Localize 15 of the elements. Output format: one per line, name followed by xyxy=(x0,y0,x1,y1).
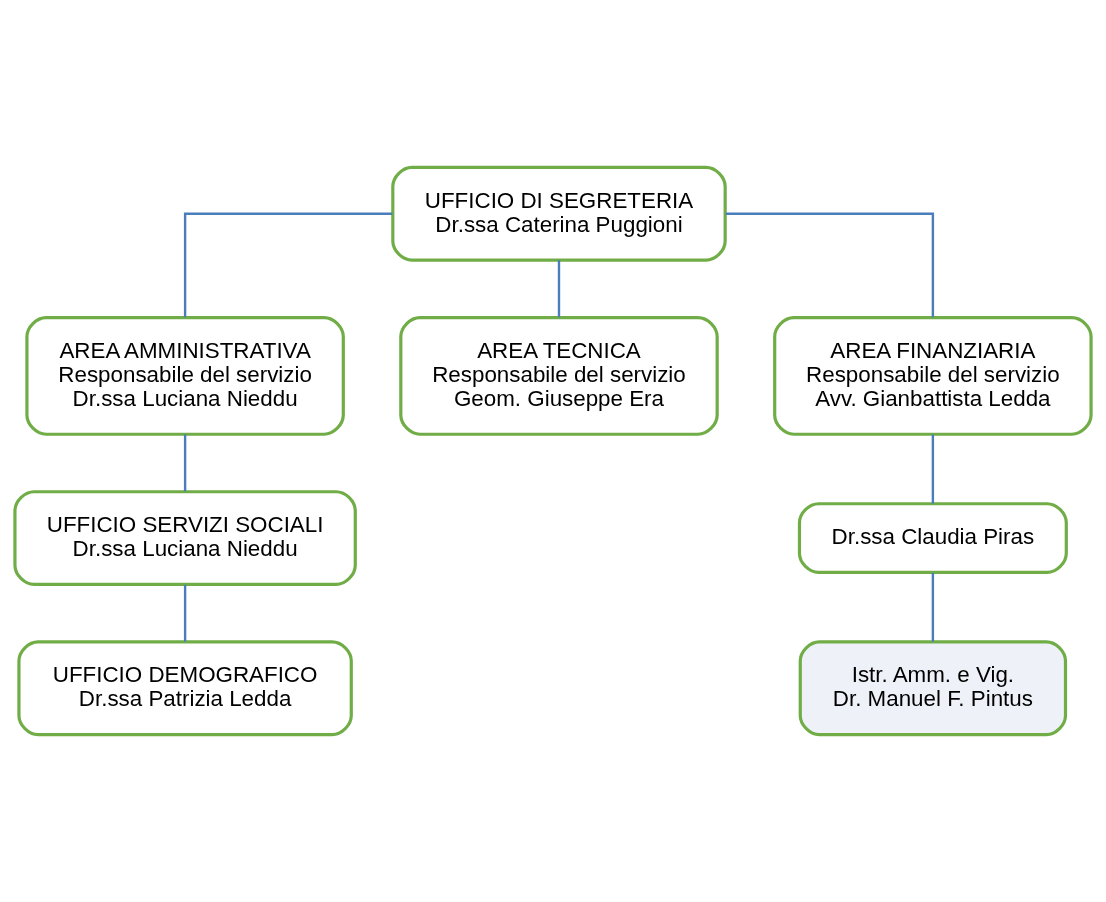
node-box: Dr.ssa Claudia Piras xyxy=(797,502,1068,575)
node-box: AREA TECNICA Responsabile del servizio Geom. Giuseppe Era xyxy=(399,315,719,436)
connector xyxy=(725,212,935,318)
node-box: Istr. Amm. e Vig. Dr. Manuel F. Pintus xyxy=(798,640,1068,737)
node-box: UFFICIO DI SEGRETERIA Dr.ssa Caterina Puggioni xyxy=(391,165,727,262)
node-box: UFFICIO DEMOGRAFICO Dr.ssa Patrizia Ledda xyxy=(17,640,353,737)
connector xyxy=(183,434,187,492)
connector xyxy=(183,212,393,318)
node-box: AREA AMMINISTRATIVA Responsabile del servizio Dr.ssa Luciana Nieddu xyxy=(25,315,345,436)
connector xyxy=(557,260,561,318)
connector xyxy=(931,572,935,642)
node-box: AREA FINANZIARIA Responsabile del servizio Avv. Gianbattista Ledda xyxy=(773,315,1093,436)
connector xyxy=(183,584,187,642)
node-box: UFFICIO SERVIZI SOCIALI Dr.ssa Luciana Nieddu xyxy=(13,490,357,586)
connector xyxy=(931,434,935,504)
